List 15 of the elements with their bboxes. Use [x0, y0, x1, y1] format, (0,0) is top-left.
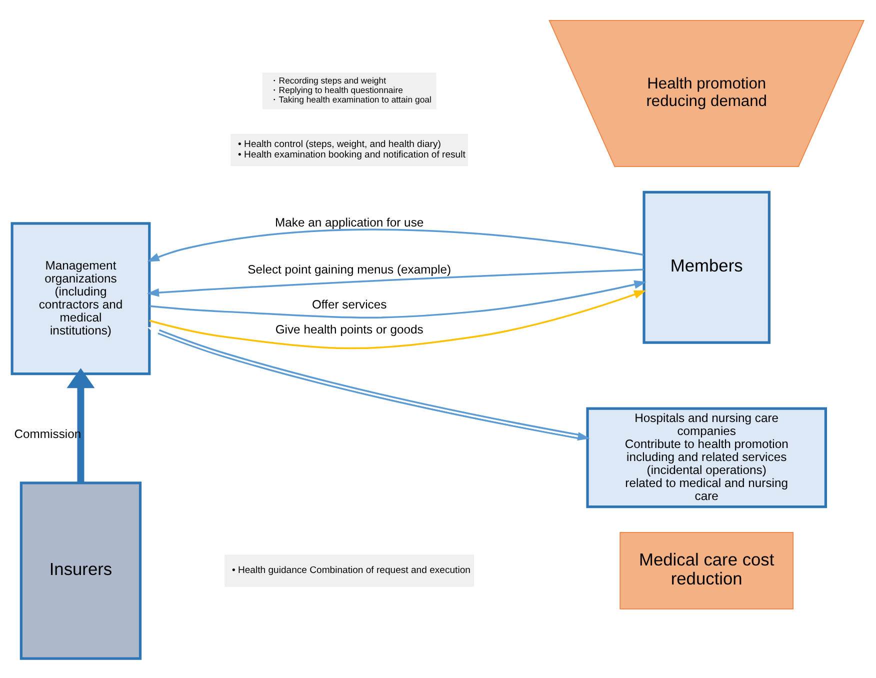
- node-box: Medical care cost reduction: [620, 532, 794, 609]
- arrow: [150, 280, 646, 318]
- node-box: Hospitals and nursing care companies Contribute to health promotion including and related services (incidental operations) related to medical and nursing care: [586, 406, 827, 508]
- arrow: [147, 326, 590, 440]
- edge-label: Offer services: [312, 296, 387, 311]
- edge-label: Give health points or goods: [275, 322, 424, 336]
- edge-label: Make an application for use: [275, 215, 424, 230]
- node-box: Insurers: [20, 481, 142, 660]
- arrow: [66, 368, 95, 482]
- node-box: Members: [642, 190, 770, 344]
- arrow: [146, 268, 644, 296]
- edge-label: Select point gaining menus (example): [248, 262, 452, 276]
- arrow: [149, 290, 646, 349]
- arrow: [147, 228, 644, 262]
- node-box: Management organizations (including contractors and medical institutions): [10, 222, 151, 375]
